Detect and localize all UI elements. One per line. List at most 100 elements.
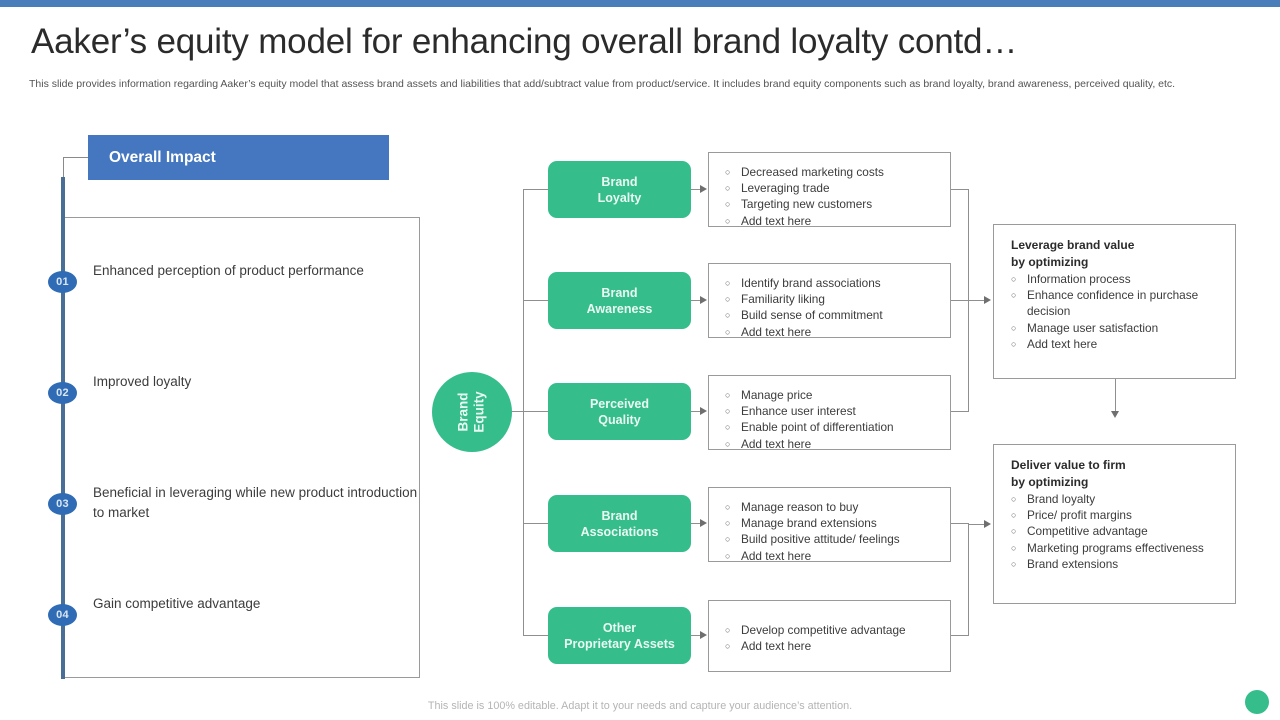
bullet-label: Marketing programs effectiveness: [1027, 540, 1204, 555]
bullet-label: Enhance confidence in purchase decision: [1027, 288, 1199, 319]
bullet-label: Add text here: [1027, 336, 1098, 351]
outcome-box-title: Leverage brand value by optimizing: [1011, 238, 1135, 269]
bullet-item: ○ Add text here: [725, 324, 940, 340]
bullet-label: Build positive attitude/ feelings: [741, 532, 900, 547]
decorative-dot: [1245, 690, 1269, 714]
bullet-item: ○ Enhance confidence in purchase decisio…: [1011, 287, 1225, 319]
bullet-item: ○ Add text here: [725, 213, 940, 229]
outcome-chain-line: [1115, 379, 1116, 413]
bullet-item: ○ Leveraging trade: [725, 180, 940, 196]
bullet-label: Manage reason to buy: [741, 500, 859, 514]
footer-note: This slide is 100% editable. Adapt it to…: [427, 700, 853, 712]
detail-out-stub-3: [951, 411, 969, 412]
bullet-item: ○ Develop competitive advantage: [725, 622, 940, 638]
circle-bullet-icon: ○: [725, 326, 731, 337]
trunk-branch-5: [523, 635, 548, 636]
circle-bullet-icon: ○: [725, 502, 731, 512]
branch-pill-label: Brand Associations: [580, 508, 659, 539]
overall-impact-elbow-horizontal: [63, 157, 89, 158]
branch-pill-label: Brand Loyalty: [597, 174, 642, 205]
circle-bullet-icon: ○: [1011, 542, 1017, 553]
bullet-item: ○ Information process: [1011, 271, 1225, 287]
pill-to-detail-arrow-3: [700, 407, 707, 415]
trunk-bus-line: [523, 189, 524, 635]
bullet-label: Manage price: [741, 388, 813, 402]
circle-bullet-icon: ○: [1011, 290, 1017, 301]
branch-pill-brand-associations[interactable]: Brand Associations: [548, 495, 691, 552]
trunk-branch-1: [523, 189, 548, 190]
bullet-label: Price/ profit margins: [1027, 508, 1132, 523]
circle-bullet-icon: ○: [725, 294, 731, 305]
brand-equity-hub-label: Brand Equity: [455, 391, 487, 433]
bullet-label: Competitive advantage: [1027, 524, 1148, 539]
pill-to-detail-arrow-4: [700, 519, 707, 527]
circle-bullet-icon: ○: [725, 518, 731, 529]
circle-bullet-icon: ○: [1011, 526, 1017, 537]
pill-to-detail-arrow-5: [700, 631, 707, 639]
bullet-item: ○ Identify brand associations: [725, 275, 940, 291]
overall-impact-item-number: 04: [48, 604, 77, 626]
bullet-item: ○ Price/ profit margins: [1011, 507, 1225, 523]
overall-impact-item-label: Improved loyalty: [93, 374, 192, 389]
bullet-label: Manage brand extensions: [741, 516, 877, 531]
bullet-label: Brand extensions: [1027, 556, 1119, 571]
bullet-item: ○ Add text here: [725, 548, 940, 564]
bullet-item: ○ Targeting new customers: [725, 196, 940, 212]
circle-bullet-icon: ○: [725, 625, 731, 635]
bullet-label: Leveraging trade: [741, 181, 830, 196]
circle-bullet-icon: ○: [1011, 322, 1017, 333]
outcome-box-deliver-value-to-firm: Deliver value to firm by optimizing ○ Br…: [993, 444, 1236, 604]
bullet-item: ○ Competitive advantage: [1011, 523, 1225, 539]
circle-bullet-icon: ○: [1011, 510, 1017, 521]
circle-bullet-icon: ○: [725, 278, 731, 288]
bullet-label: Enable point of differentiation: [741, 420, 894, 435]
bullet-label: Targeting new customers: [741, 197, 873, 212]
circle-bullet-icon: ○: [725, 390, 731, 400]
bullet-item: ○ Build sense of commitment: [725, 307, 940, 323]
bullet-item: ○ Familiarity liking: [725, 291, 940, 307]
overall-impact-item-label: Enhanced perception of product performan…: [93, 263, 364, 278]
circle-bullet-icon: ○: [1011, 558, 1017, 569]
bullet-item: ○ Enable point of differentiation: [725, 419, 940, 435]
branch-pill-perceived-quality[interactable]: Perceived Quality: [548, 383, 691, 440]
bullet-label: Brand loyalty: [1027, 492, 1096, 506]
outcome-arrow-bottom: [984, 520, 991, 528]
overall-impact-header-label: Overall Impact: [109, 148, 216, 166]
bullet-item: ○ Brand loyalty: [1011, 491, 1225, 507]
detail-out-stub-5: [951, 635, 969, 636]
overall-impact-item-number: 02: [48, 382, 77, 404]
brand-equity-hub[interactable]: Brand Equity: [432, 372, 512, 452]
bullet-label: Information process: [1027, 272, 1131, 286]
bullet-label: Decreased marketing costs: [741, 165, 884, 179]
page-title: Aaker’s equity model for enhancing overa…: [31, 22, 1018, 61]
detail-out-stub-4: [951, 523, 969, 524]
branch-pill-other-proprietary-assets[interactable]: Other Proprietary Assets: [548, 607, 691, 664]
detail-out-stub-1: [951, 189, 969, 190]
overall-impact-timeline-spine: [61, 177, 65, 679]
bullet-label: Add text here: [741, 436, 812, 451]
bullet-item: ○ Manage price: [725, 387, 940, 403]
bullet-label: Develop competitive advantage: [741, 623, 906, 637]
outcome-chain-arrow: [1111, 411, 1119, 418]
circle-bullet-icon: ○: [1011, 494, 1017, 504]
bullet-label: Add text here: [741, 548, 812, 563]
circle-bullet-icon: ○: [725, 310, 731, 321]
pill-to-detail-line-5: [691, 635, 701, 636]
bullet-label: Add text here: [741, 639, 812, 654]
outcome-box-title: Deliver value to firm by optimizing: [1011, 458, 1126, 489]
circle-bullet-icon: ○: [1011, 274, 1017, 284]
bullet-item: ○ Manage reason to buy: [725, 499, 940, 515]
outcome-feed-bottom: [968, 524, 985, 525]
branch-pill-brand-awareness[interactable]: Brand Awareness: [548, 272, 691, 329]
circle-bullet-icon: ○: [725, 641, 731, 652]
branch-pill-brand-loyalty[interactable]: Brand Loyalty: [548, 161, 691, 218]
bullet-label: Manage user satisfaction: [1027, 320, 1159, 335]
circle-bullet-icon: ○: [725, 550, 731, 561]
overall-impact-header: Overall Impact: [88, 135, 389, 180]
circle-bullet-icon: ○: [725, 438, 731, 449]
bullet-label: Add text here: [741, 324, 812, 339]
pill-to-detail-arrow-1: [700, 185, 707, 193]
bullet-label: Add text here: [741, 213, 812, 228]
bullet-label: Familiarity liking: [741, 292, 825, 307]
